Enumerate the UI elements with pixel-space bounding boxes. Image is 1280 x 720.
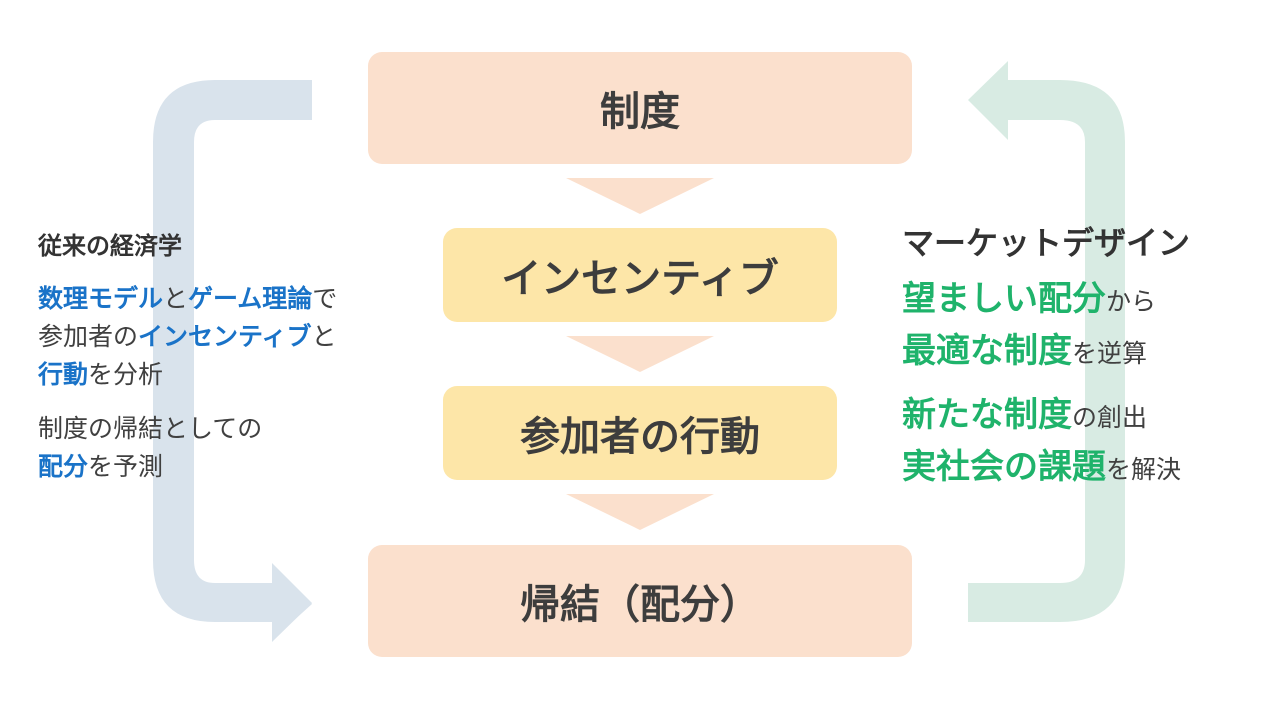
left-line-1-b: と <box>163 284 189 313</box>
left-line-4: 制度の帰結としての <box>38 414 263 443</box>
right-line-1: 望ましい配分から <box>902 282 1156 316</box>
left-line-3-a: 行動 <box>38 360 89 389</box>
left-line-3-b: を分析 <box>88 360 164 389</box>
right-line-1-b: から <box>1106 287 1157 316</box>
box-participant-behavior-label: 参加者の行動 <box>520 414 760 460</box>
right-loop-arrow-body <box>968 61 1125 622</box>
left-line-2: 参加者のインセンティブと <box>38 324 337 349</box>
down-arrow-3 <box>566 494 714 530</box>
down-arrow-1 <box>566 178 714 214</box>
right-line-3: 新たな制度の創出 <box>902 398 1147 432</box>
right-line-2: 最適な制度を逆算 <box>902 334 1147 368</box>
left-line-5-a: 配分 <box>38 452 89 481</box>
right-line-4: 実社会の課題を解決 <box>902 450 1181 484</box>
right-line-2-a: 最適な制度 <box>902 331 1072 371</box>
right-line-2-b: を逆算 <box>1072 339 1148 368</box>
right-line-4-b: を解決 <box>1106 455 1182 484</box>
left-line-2-a: 参加者の <box>38 322 139 351</box>
right-heading: マーケットデザイン <box>902 224 1191 262</box>
left-line-1-d: で <box>312 284 338 313</box>
box-institution: 制度 <box>368 52 912 164</box>
box-incentive-label: インセンティブ <box>501 256 779 302</box>
left-line-2-c: と <box>311 322 337 351</box>
left-line-1-a: 数理モデル <box>38 284 164 313</box>
down-arrow-2 <box>566 336 714 372</box>
left-heading: 従来の経済学 <box>38 232 182 260</box>
box-institution-label: 制度 <box>600 89 680 135</box>
box-outcome-label: 帰結（配分） <box>520 582 760 628</box>
left-line-1-c: ゲーム理論 <box>188 284 313 313</box>
right-line-3-a: 新たな制度 <box>902 395 1072 435</box>
right-line-1-a: 望ましい配分 <box>902 279 1106 319</box>
right-line-4-a: 実社会の課題 <box>902 447 1106 487</box>
box-participant-behavior: 参加者の行動 <box>443 386 837 480</box>
left-loop-arrow-body <box>153 80 312 642</box>
right-line-3-b: の創出 <box>1072 403 1148 432</box>
left-line-1: 数理モデルとゲーム理論で <box>38 286 337 311</box>
box-outcome: 帰結（配分） <box>368 545 912 657</box>
left-line-5-b: を予測 <box>88 452 164 481</box>
box-incentive: インセンティブ <box>443 228 837 322</box>
left-line-3: 行動を分析 <box>38 362 163 387</box>
left-line-5: 配分を予測 <box>38 454 163 479</box>
left-line-2-b: インセンティブ <box>138 322 312 351</box>
